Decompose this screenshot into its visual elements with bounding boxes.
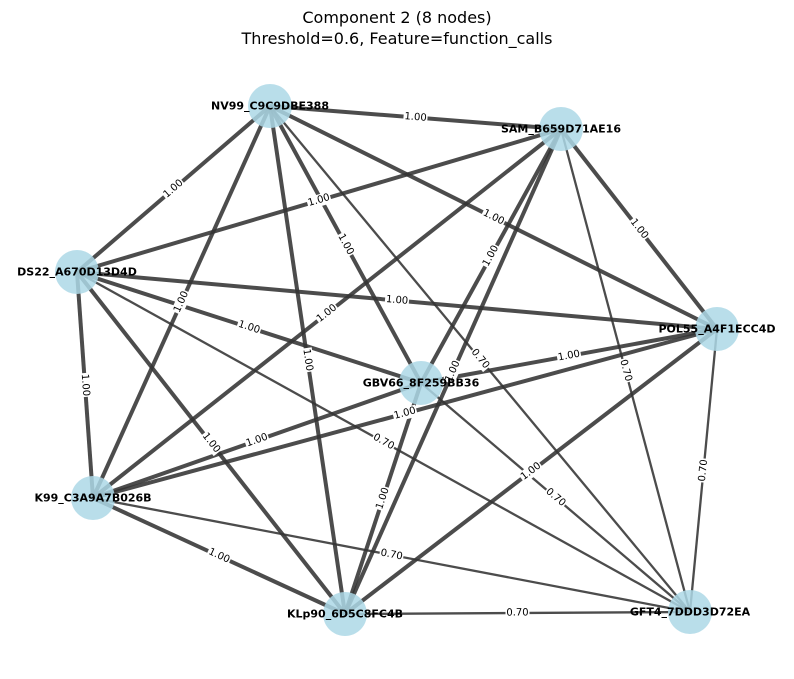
edge-label-background [542,485,569,510]
edge-label-background [616,357,635,384]
edge-weight-label: 0.70 [371,432,396,452]
edge-label-group: 1.00 [205,545,233,567]
edge-label-group: 0.70 [370,430,397,454]
figure-title-line-2: Threshold=0.6, Feature=function_calls [241,29,553,48]
edge-label-group: 0.70 [378,546,405,564]
edge-label-group: 1.00 [299,347,316,373]
node-sam[interactable] [539,107,583,151]
edge-weight-label: 1.00 [557,349,581,364]
edge-label-background [243,430,271,451]
node-label-k99: K99_C3A9A7B026B [34,492,151,505]
edge-label-background [517,459,545,484]
edge-label-group: 1.00 [556,347,582,365]
node-pol55[interactable] [695,307,739,351]
node-label-sam: SAM_B659D71AE16 [501,123,621,136]
node-label-gbv66: GBV66_8F259BB36 [363,377,480,390]
edge-label-group: 1.00 [391,404,419,423]
edge-label-background [378,546,405,564]
edge-label-group: 0.70 [616,357,635,384]
edge-weight-label: 0.70 [380,548,404,563]
edge-label-background [334,231,357,258]
edge-weight-label: 1.00 [481,208,506,228]
node-nv99[interactable] [248,84,292,128]
node-label-pol55: POL55_A4F1ECC4D [658,323,775,336]
edge-label-background [505,606,530,620]
edge-weight-label: 1.00 [404,111,427,124]
edge-weight-label: 1.00 [300,348,314,372]
edge-weight-label: 1.00 [207,546,232,565]
edge-label-background [556,347,582,365]
edge-label-group: 1.00 [480,206,507,229]
edge-label-background [370,430,397,454]
node-ds22[interactable] [55,250,99,294]
edge-label-background [626,215,652,243]
edge-label-background [235,318,263,337]
edge-label-group: 1.00 [334,231,357,258]
figure-title-line-1: Component 2 (8 nodes) [302,8,492,27]
edge-weight-label: 1.00 [79,374,92,397]
edge-label-background [305,191,333,210]
edge-label-background [479,242,503,270]
edge-label-background [160,176,187,202]
edge-label-group: 0.70 [505,606,530,620]
nodes-layer [55,84,739,636]
edge-label-group: 1.00 [373,485,393,512]
node-label-nv99: NV99_C9C9DBE388 [211,100,329,113]
edge-label-group: 1.00 [305,191,333,210]
node-labels-layer: NV99_C9C9DBE388SAM_B659D71AE16DS22_A670D… [17,100,775,621]
edge-label-group: 0.70 [696,457,711,484]
edge-label-background [696,457,711,484]
edge-label-background [198,429,224,457]
edge-label-background [171,288,192,316]
node-label-gft4: GFT4_7DDD3D72EA [630,606,751,619]
edge-labels-layer: 1.00 1.00 1.00 1.00 1.00 1.00 0.70 1.00 1.00 1.00… [78,110,711,620]
node-label-klp90: KLp90_6D5C8FC4B [287,608,403,621]
edge-label-background [403,110,428,125]
edge-label-group: 1.00 [235,318,263,337]
edge-weight-label: 1.00 [385,294,408,307]
edge-weight-label: 0.70 [506,607,528,618]
node-k99[interactable] [71,476,115,520]
edge-weight-label: 1.00 [335,232,355,257]
node-gft4[interactable] [668,590,712,634]
edge-label-group: 1.00 [403,110,428,125]
edge-label-background [313,301,341,326]
edge-label-background [384,293,410,308]
edge-label-group: 1.00 [384,293,410,308]
node-gbv66[interactable] [399,361,443,405]
node-label-ds22: DS22_A670D13D4D [17,266,137,279]
edge-label-background [391,404,419,423]
edge-label-group: 1.00 [78,372,92,398]
edge-label-background [78,372,92,398]
edge-label-background [480,206,507,229]
edge-label-background [442,358,464,385]
edge-weight-label: 0.70 [697,459,710,482]
edge-weight-label: 1.00 [481,244,501,269]
edge-label-background [299,347,316,373]
node-klp90[interactable] [323,592,367,636]
edge-label-group: 1.00 [243,430,271,451]
edge-label-background [373,485,393,512]
edge-label-background [467,345,493,373]
edge-label-background [205,545,233,567]
edge-weight-label: 1.00 [172,290,191,315]
